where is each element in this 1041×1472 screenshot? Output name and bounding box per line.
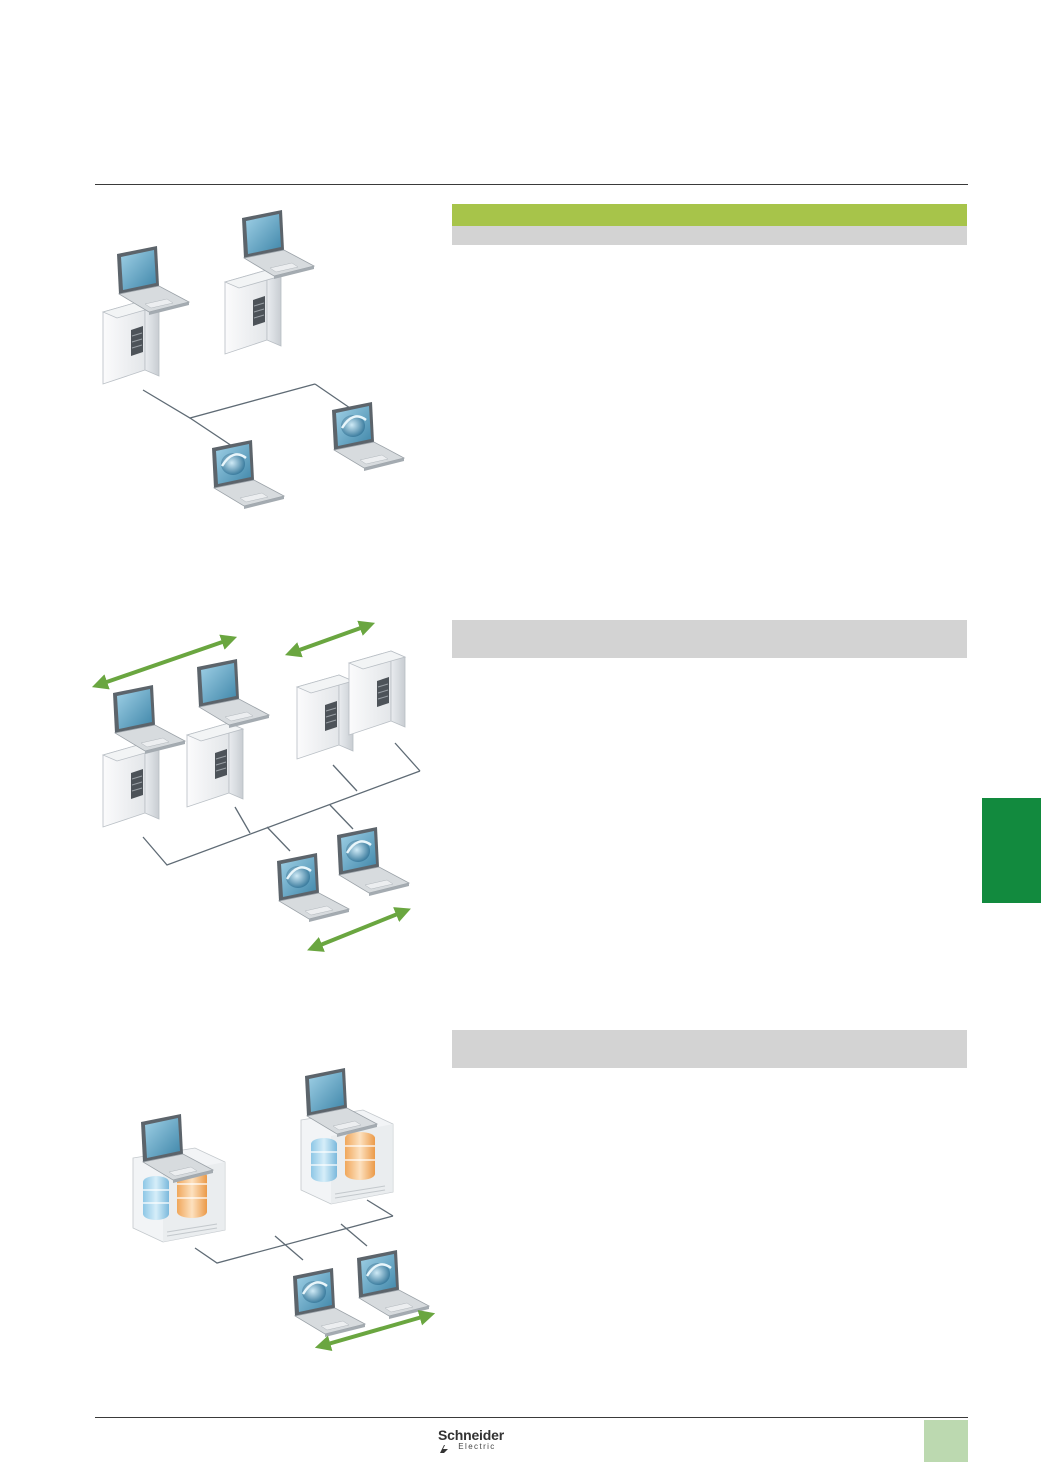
- browser-client-icon: [355, 1248, 431, 1321]
- bidirectional-arrow-icon: [307, 907, 411, 952]
- diagram-redundant-servers: [132, 1067, 436, 1352]
- laptop-icon: [112, 684, 186, 755]
- section-2-title-band: [452, 620, 967, 658]
- bidirectional-arrow-icon: [91, 634, 238, 690]
- browser-client-icon: [291, 1266, 367, 1339]
- chapter-tab: [982, 798, 1041, 903]
- tower-server-icon: [224, 269, 282, 355]
- logo-mark-icon: [440, 1445, 448, 1453]
- section-1-title-band: [452, 204, 967, 226]
- laptop-icon: [196, 658, 270, 729]
- logo-sub: Electric: [458, 1442, 496, 1451]
- bidirectional-arrow-icon: [314, 1309, 436, 1352]
- footer-rule: [95, 1417, 968, 1418]
- page-number-tab: [924, 1420, 968, 1462]
- company-logo: Schneider Electric: [424, 1428, 518, 1458]
- laptop-icon: [241, 209, 315, 280]
- browser-client-icon: [330, 400, 406, 473]
- network-links: [142, 742, 421, 866]
- section-1-subtitle-band: [452, 226, 967, 245]
- browser-client-icon: [210, 438, 286, 511]
- tower-server-icon: [186, 722, 244, 808]
- tower-server-icon: [102, 742, 160, 828]
- network-links: [194, 1199, 394, 1264]
- browser-client-icon: [335, 825, 411, 898]
- bidirectional-arrow-icon: [284, 620, 376, 658]
- diagram-single-station: [102, 209, 406, 511]
- logo-name: Schneider: [438, 1427, 504, 1443]
- browser-client-icon: [275, 851, 351, 924]
- header-rule: [95, 184, 968, 185]
- tower-server-icon: [348, 650, 406, 736]
- tower-server-icon: [296, 674, 354, 760]
- diagram-multi-station: [91, 620, 421, 952]
- section-3-title-band: [452, 1030, 967, 1068]
- network-links: [142, 383, 351, 449]
